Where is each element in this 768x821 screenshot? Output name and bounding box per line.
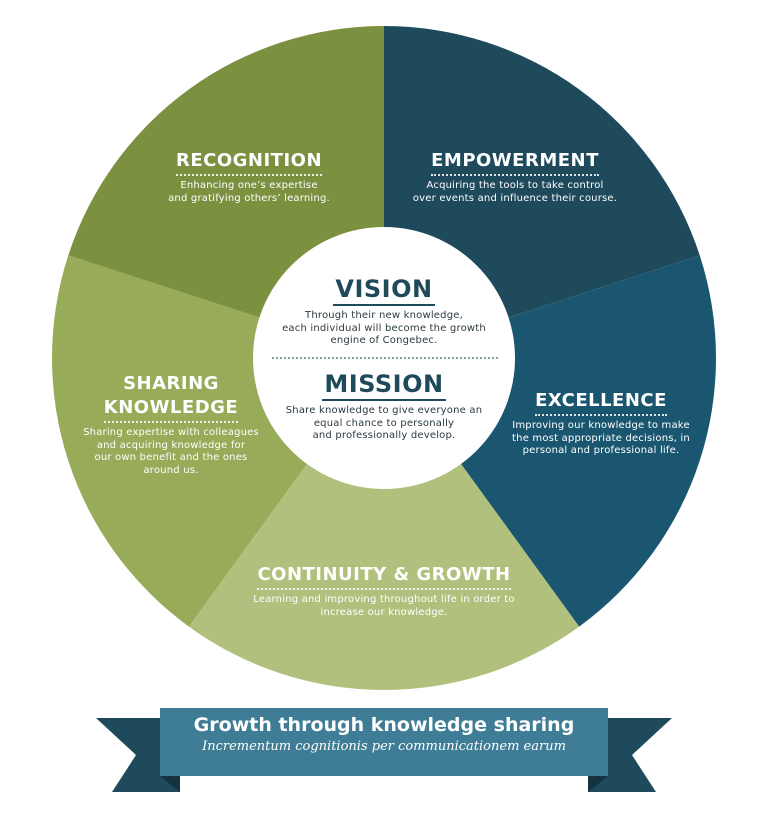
vision-block: VISION Through their new knowledge, each… bbox=[264, 274, 504, 348]
recognition-title: RECOGNITION bbox=[175, 149, 323, 176]
vision-desc-line: Through their new knowledge, bbox=[305, 310, 463, 321]
excellence-desc-line: personal and professional life. bbox=[522, 445, 680, 456]
banner-fold-right bbox=[588, 776, 608, 792]
sharing-desc-line: and acquiring knowledge for bbox=[96, 439, 246, 451]
recognition-desc-line: and gratifying others’ learning. bbox=[168, 192, 330, 204]
banner-main bbox=[160, 708, 608, 776]
recognition-desc-line: Enhancing one’s expertise bbox=[180, 180, 318, 191]
sharing-knowledge-description: Sharing expertise with colleagues and ac… bbox=[66, 427, 276, 477]
sharing-title-line: KNOWLEDGE bbox=[103, 397, 239, 418]
vision-desc-line: engine of Congebec. bbox=[330, 335, 438, 346]
sharing-title-line: SHARING bbox=[123, 373, 219, 394]
empowerment-text: EMPOWERMENT Acquiring the tools to take … bbox=[392, 149, 638, 205]
excellence-text: EXCELLENCE Improving our knowledge to ma… bbox=[496, 389, 706, 458]
continuity-growth-text: CONTINUITY & GROWTH Learning and improvi… bbox=[224, 563, 544, 619]
vision-description: Through their new knowledge, each indivi… bbox=[264, 310, 504, 348]
sharing-desc-line: Sharing expertise with colleagues bbox=[83, 427, 259, 438]
recognition-text: RECOGNITION Enhancing one’s expertise an… bbox=[130, 149, 368, 205]
sharing-knowledge-text: SHARING KNOWLEDGE Sharing expertise with… bbox=[66, 372, 276, 477]
banner-ribbon-left bbox=[96, 718, 180, 792]
vision-title: VISION bbox=[333, 274, 435, 306]
segment-continuity-growth bbox=[188, 358, 580, 690]
banner-text: Growth through knowledge sharing Increme… bbox=[160, 712, 608, 756]
mission-title: MISSION bbox=[322, 369, 446, 401]
banner-subtitle: Incrementum cognitionis per communicatio… bbox=[202, 739, 566, 754]
empowerment-title: EMPOWERMENT bbox=[431, 149, 599, 176]
mission-desc-line: Share knowledge to give everyone an bbox=[285, 405, 483, 416]
banner-fold-left bbox=[160, 776, 180, 792]
continuity-growth-title: CONTINUITY & GROWTH bbox=[257, 563, 511, 590]
sharing-knowledge-title: SHARING KNOWLEDGE bbox=[103, 372, 239, 423]
mission-desc-line: equal chance to personally bbox=[313, 417, 455, 429]
vision-desc-line: each individual will become the growth bbox=[282, 322, 486, 334]
recognition-description: Enhancing one’s expertise and gratifying… bbox=[130, 180, 368, 205]
sharing-desc-line: our own benefit and the ones bbox=[94, 452, 248, 463]
center-divider bbox=[272, 357, 498, 359]
excellence-description: Improving our knowledge to make the most… bbox=[496, 420, 706, 458]
mission-description: Share knowledge to give everyone an equa… bbox=[264, 405, 504, 443]
mission-desc-line: and professionally develop. bbox=[312, 430, 456, 441]
mission-block: MISSION Share knowledge to give everyone… bbox=[264, 369, 504, 443]
excellence-title: EXCELLENCE bbox=[535, 389, 667, 416]
continuity-growth-description: Learning and improving throughout life i… bbox=[224, 594, 544, 619]
banner-title: Growth through knowledge sharing bbox=[193, 714, 575, 736]
continuity-desc-line: Learning and improving throughout life i… bbox=[253, 594, 515, 605]
excellence-desc-line: Improving our knowledge to make bbox=[512, 420, 690, 431]
excellence-desc-line: the most appropriate decisions, in bbox=[512, 432, 690, 444]
empowerment-desc-line: over events and influence their course. bbox=[412, 192, 618, 204]
continuity-desc-line: increase our knowledge. bbox=[320, 606, 448, 618]
empowerment-desc-line: Acquiring the tools to take control bbox=[426, 180, 604, 191]
banner-ribbon-right bbox=[588, 718, 672, 792]
empowerment-description: Acquiring the tools to take control over… bbox=[392, 180, 638, 205]
sharing-desc-line: around us. bbox=[143, 464, 199, 476]
